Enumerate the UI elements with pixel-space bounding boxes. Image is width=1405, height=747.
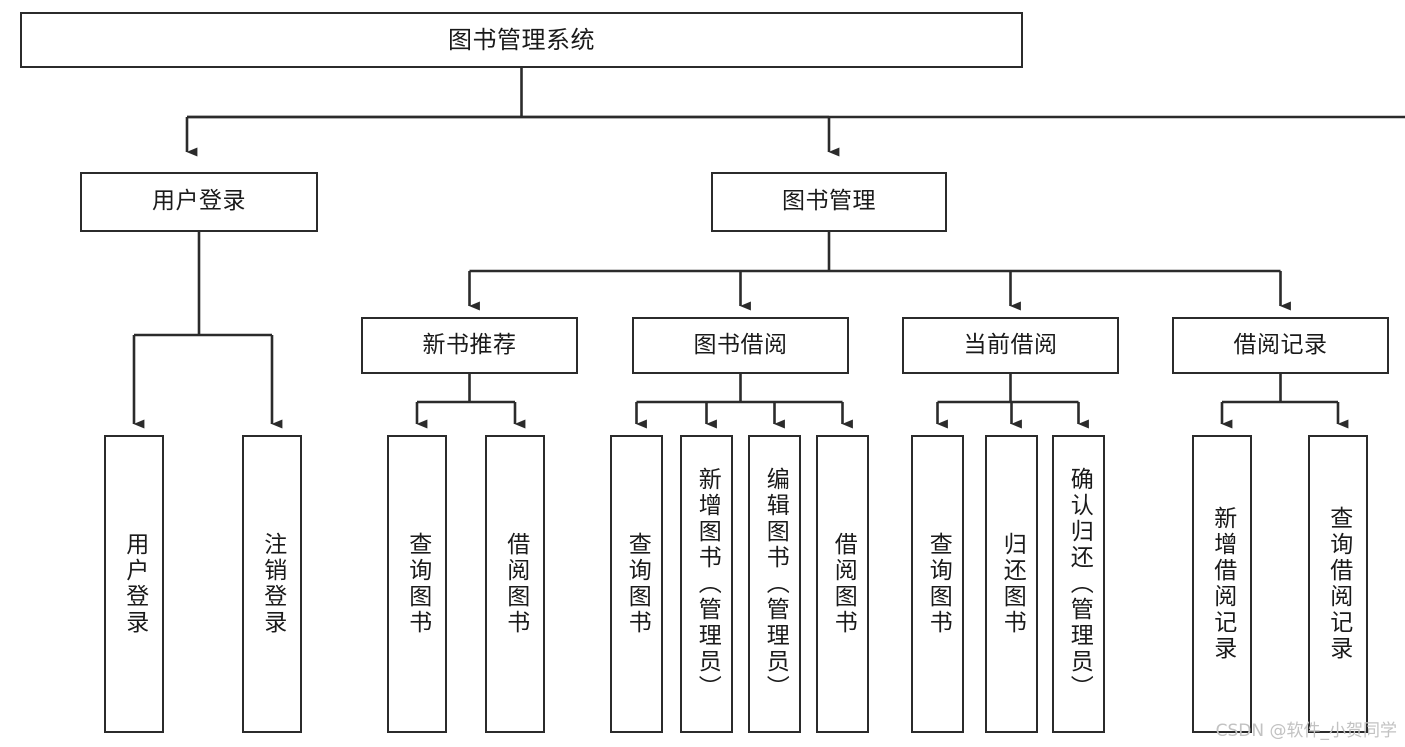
node-root-label: 图书管理系统 (448, 25, 595, 54)
node-book-manage[interactable]: 图书管理 (711, 172, 947, 232)
node-book-borrow[interactable]: 图书借阅 (632, 317, 849, 374)
node-leaf-query-borrow-record-label: 查询借阅记录 (1325, 506, 1352, 662)
node-leaf-query-book-current[interactable]: 查询图书 (911, 435, 964, 733)
node-current-borrow[interactable]: 当前借阅 (902, 317, 1119, 374)
node-root[interactable]: 图书管理系统 (20, 12, 1023, 68)
node-leaf-query-book-current-label: 查询图书 (925, 532, 952, 636)
node-leaf-query-borrow-record[interactable]: 查询借阅记录 (1308, 435, 1368, 733)
edge-root-to-level2 (185, 68, 1405, 157)
node-leaf-borrow-book[interactable]: 借阅图书 (816, 435, 869, 733)
node-leaf-confirm-return-label: 确认归还（管理员） (1066, 467, 1093, 701)
node-borrow-record-label: 借阅记录 (1233, 331, 1328, 358)
node-book-manage-label: 图书管理 (782, 188, 876, 215)
node-leaf-edit-book[interactable]: 编辑图书（管理员） (748, 435, 801, 733)
node-leaf-add-borrow-record[interactable]: 新增借阅记录 (1192, 435, 1252, 733)
edge-userlogin-to-leaves (132, 232, 283, 429)
node-borrow-record[interactable]: 借阅记录 (1172, 317, 1389, 374)
csdn-watermark: CSDN @软件_小贺同学 (1215, 721, 1397, 741)
edge-bookmanage-to-level3 (468, 232, 1291, 311)
node-current-borrow-label: 当前借阅 (963, 331, 1058, 358)
edge-bookborrow-to-leaves (635, 374, 853, 429)
node-leaf-add-book-label: 新增图书（管理员） (694, 467, 721, 701)
node-leaf-borrow-book-rec[interactable]: 借阅图书 (485, 435, 545, 733)
node-leaf-edit-book-label: 编辑图书（管理员） (762, 467, 789, 701)
edge-newbookrec-to-leaves (415, 374, 526, 429)
node-user-login[interactable]: 用户登录 (80, 172, 318, 232)
node-book-borrow-label: 图书借阅 (693, 331, 788, 358)
node-leaf-query-book-borrow-label: 查询图书 (624, 532, 651, 636)
edge-currentborrow-to-leaves (936, 374, 1089, 429)
node-user-login-label: 用户登录 (152, 188, 246, 215)
node-leaf-user-login-label: 用户登录 (121, 532, 148, 636)
node-leaf-add-borrow-record-label: 新增借阅记录 (1209, 506, 1236, 662)
node-leaf-user-logout[interactable]: 注销登录 (242, 435, 302, 733)
node-new-book-recommend-label: 新书推荐 (422, 331, 517, 358)
node-leaf-borrow-book-rec-label: 借阅图书 (502, 532, 529, 636)
node-leaf-query-book-rec[interactable]: 查询图书 (387, 435, 447, 733)
node-leaf-query-book-rec-label: 查询图书 (404, 532, 431, 636)
node-leaf-borrow-book-label: 借阅图书 (830, 532, 857, 636)
node-new-book-recommend[interactable]: 新书推荐 (361, 317, 578, 374)
node-leaf-add-book[interactable]: 新增图书（管理员） (680, 435, 733, 733)
node-leaf-return-book-label: 归还图书 (999, 532, 1026, 636)
node-leaf-user-logout-label: 注销登录 (259, 532, 286, 636)
node-leaf-user-login[interactable]: 用户登录 (104, 435, 164, 733)
node-leaf-query-book-borrow[interactable]: 查询图书 (610, 435, 663, 733)
edge-borrowrecord-to-leaves (1220, 374, 1349, 429)
node-leaf-confirm-return[interactable]: 确认归还（管理员） (1052, 435, 1105, 733)
node-leaf-return-book[interactable]: 归还图书 (985, 435, 1038, 733)
